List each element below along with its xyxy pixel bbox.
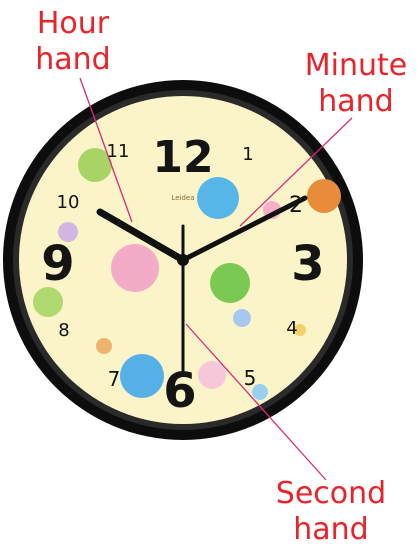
clock-brand: Leidea [171,194,194,202]
dot-orange-right [307,179,341,213]
numeral-10: 10 [57,192,80,213]
numeral-12: 12 [152,132,213,183]
numeral-8: 8 [58,320,69,341]
dot-pink-left [111,244,159,292]
hands-center-cap [177,254,189,266]
dot-pink-bottom [198,361,226,389]
numeral-4: 4 [286,318,297,339]
dot-orange-small [96,338,112,354]
dot-blue-center [197,177,239,219]
numeral-6: 6 [163,363,196,419]
numeral-1: 1 [242,144,253,165]
numeral-3: 3 [291,236,324,292]
dot-blue-bottom [120,354,164,398]
numeral-7: 7 [108,367,121,391]
dot-lavender-small [233,309,251,327]
dot-green-right [210,263,250,303]
numeral-5: 5 [244,366,257,390]
numeral-9: 9 [41,236,74,292]
numeral-11: 11 [107,141,130,162]
